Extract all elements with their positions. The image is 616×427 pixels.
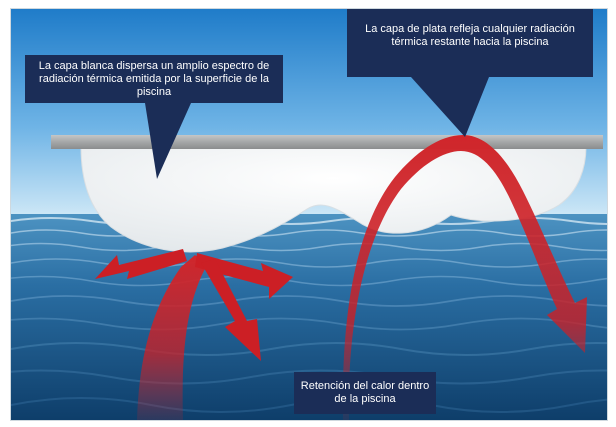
right-reflection-arrow — [342, 135, 587, 420]
callout-white-layer: La capa blanca dispersa un amplio espect… — [25, 55, 283, 103]
white-cover-layer — [80, 146, 587, 253]
pool-cover-diagram: La capa blanca dispersa un amplio espect… — [10, 8, 608, 421]
callout-silver-layer-text: La capa de plata refleja cualquier radia… — [365, 23, 575, 48]
callout-retention: Retención del calor dentro de la piscina — [294, 372, 436, 414]
scatter-arrows — [95, 249, 293, 361]
left-rising-arrow — [137, 255, 207, 420]
diagram-graphic — [11, 9, 607, 420]
callout-silver-layer: La capa de plata refleja cualquier radia… — [347, 9, 593, 77]
callout-white-layer-text: La capa blanca dispersa un amplio espect… — [38, 59, 270, 98]
silver-layer-bar — [51, 135, 603, 149]
callout-boxes — [25, 9, 593, 414]
callout-retention-text: Retención del calor dentro de la piscina — [300, 380, 430, 405]
